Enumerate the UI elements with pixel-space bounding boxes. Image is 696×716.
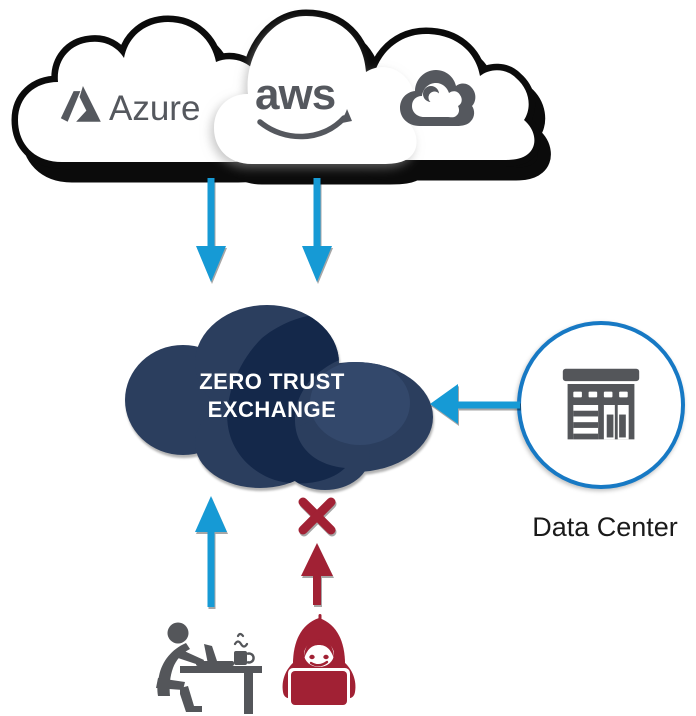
up-arrow-head xyxy=(195,496,227,532)
zscaler-cloud-icon xyxy=(125,305,433,490)
user-head xyxy=(167,622,189,644)
zte-label-line2: EXCHANGE xyxy=(207,397,337,422)
azure-logo: Azure xyxy=(60,86,200,128)
zte-label: ZERO TRUST EXCHANGE xyxy=(167,368,377,424)
google-cloud-icon xyxy=(400,70,476,126)
user-to-zte-arrow xyxy=(195,496,227,607)
blocked-x-icon xyxy=(298,497,336,535)
aws-logo: aws xyxy=(255,70,352,140)
down-arrow-right-shaft xyxy=(313,178,321,248)
coffee-steam xyxy=(233,632,249,648)
hacker-face xyxy=(304,641,334,667)
red-arrow-head xyxy=(301,543,333,576)
zte-swoosh xyxy=(227,313,410,484)
hacker-bangs xyxy=(304,639,334,659)
data-center-label: Data Center xyxy=(532,512,678,542)
desk-leg xyxy=(244,673,253,714)
left-arrow-head xyxy=(430,384,458,424)
azure-wordmark: Azure xyxy=(109,89,200,128)
hacker-smirk xyxy=(309,660,329,667)
cloud-to-zte-arrows xyxy=(196,178,332,282)
down-arrow-right-head xyxy=(302,246,332,282)
data-center-circle xyxy=(517,321,685,489)
hacker-laptop xyxy=(291,671,347,705)
zte-label-line1: ZERO TRUST xyxy=(199,369,345,394)
dc-to-zte-arrow xyxy=(430,384,520,424)
data-center-building-icon xyxy=(562,368,640,440)
public-clouds-group: Azure aws xyxy=(6,0,556,185)
azure-mark-icon xyxy=(60,86,101,122)
aws-smile-icon xyxy=(257,115,347,140)
person-working-at-desk-icon xyxy=(156,622,262,714)
aws-smile-tip xyxy=(337,109,352,124)
laptop-screen xyxy=(204,644,218,664)
down-arrow-left-head xyxy=(196,246,226,282)
laptop-base xyxy=(196,661,234,666)
cup-handle xyxy=(246,652,255,664)
user-thigh xyxy=(156,678,185,690)
user-leg xyxy=(180,686,202,712)
hooded-hacker-icon xyxy=(282,614,356,708)
coffee-cup xyxy=(234,651,247,665)
down-arrow-left-shaft xyxy=(207,178,215,248)
left-arrow-shaft xyxy=(456,401,520,409)
red-arrow-shaft xyxy=(313,576,321,605)
attacker-to-zte-arrow xyxy=(301,543,333,605)
desk-top xyxy=(180,666,262,673)
up-arrow-shaft xyxy=(207,532,215,607)
aws-wordmark: aws xyxy=(255,70,335,119)
